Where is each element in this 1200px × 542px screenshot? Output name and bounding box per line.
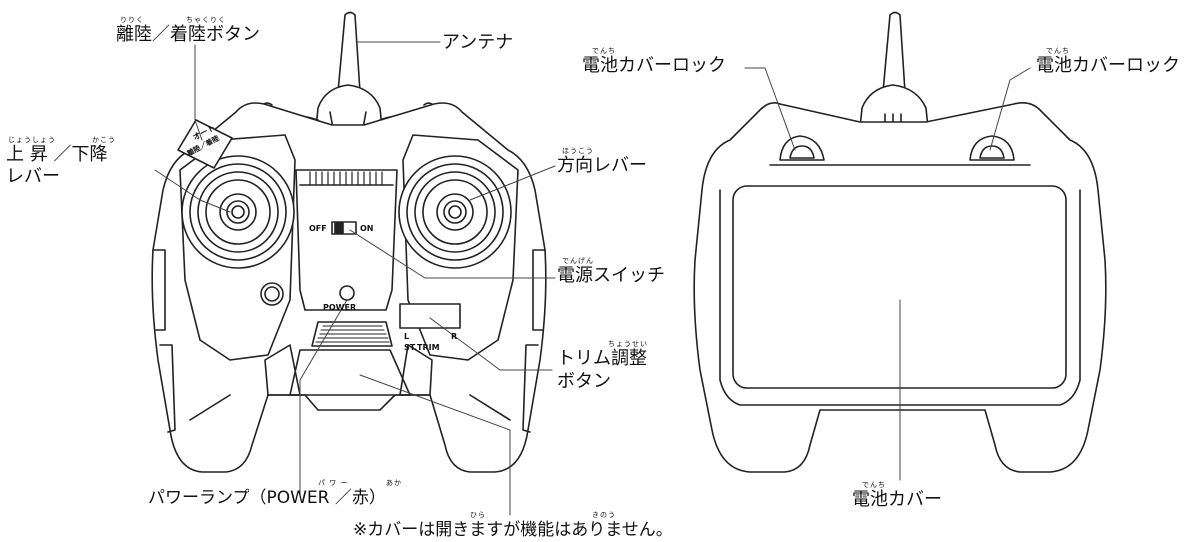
note-ruby-1: ひら	[470, 511, 486, 519]
trim-right-mark: R	[451, 332, 458, 341]
battery-lock-left-ruby: でんち	[592, 47, 616, 55]
battery-cover-ruby: でんち	[862, 481, 886, 489]
updown-ruby-2: かこう	[92, 136, 116, 144]
takeoff-ruby-2: ちゃくりく	[186, 16, 226, 24]
power-switch-ruby: でんげん	[562, 257, 594, 265]
power-switch-knob	[334, 222, 344, 234]
trim-ruby: ちょうせい	[608, 340, 648, 348]
front-controller	[151, 11, 547, 473]
label-takeoff-landing-button: 離陸／着陸ボタン	[116, 24, 260, 45]
label-antenna: アンテナ	[442, 32, 514, 53]
label-trim-1: トリム調整	[557, 348, 647, 369]
antenna-base	[315, 84, 383, 129]
power-lamp-ruby-2: あか	[386, 479, 402, 487]
switch-on-mark: ON	[360, 224, 374, 233]
label-trim-2: ボタン	[557, 371, 611, 392]
label-power-lamp: パワーランプ（POWER ／赤）	[148, 488, 386, 508]
label-battery-lock-left: 電池カバーロック	[582, 55, 726, 76]
trim-left-mark: L	[404, 332, 410, 341]
takeoff-ruby-1: りりく	[120, 16, 144, 24]
antenna-shape	[337, 11, 361, 93]
label-cover-note: ※カバーは開きますが機能はありません。	[353, 520, 673, 540]
note-ruby-2: きのう	[592, 511, 616, 519]
label-up-down-lever-1: 上 昇 ／下降	[6, 144, 108, 165]
updown-ruby-1: じょうしょう	[8, 136, 56, 144]
auto-button-shape	[177, 119, 233, 169]
power-mark: POWER	[323, 303, 357, 312]
power-lamp-ruby-1: パ ワ ー	[318, 479, 349, 487]
label-direction-lever: 方向レバー	[557, 155, 647, 176]
trim-button	[399, 303, 461, 329]
label-up-down-lever-2: レバー	[6, 166, 60, 187]
power-lamp	[339, 285, 355, 301]
battery-lock-right-ruby: でんち	[1046, 47, 1070, 55]
label-battery-cover: 電池カバー	[852, 489, 942, 510]
trim-name-mark: ST.TRIM	[404, 343, 440, 352]
direction-ruby: ほうこう	[562, 147, 594, 155]
switch-off-mark: OFF	[309, 224, 327, 233]
label-battery-lock-right: 電池カバーロック	[1036, 55, 1180, 76]
center-panel	[295, 169, 398, 311]
back-controller	[693, 11, 1107, 473]
label-power-switch: 電源スイッチ	[557, 265, 665, 286]
back-antenna	[882, 11, 906, 93]
small-round-button	[260, 282, 284, 306]
leader-lines	[154, 41, 1031, 516]
